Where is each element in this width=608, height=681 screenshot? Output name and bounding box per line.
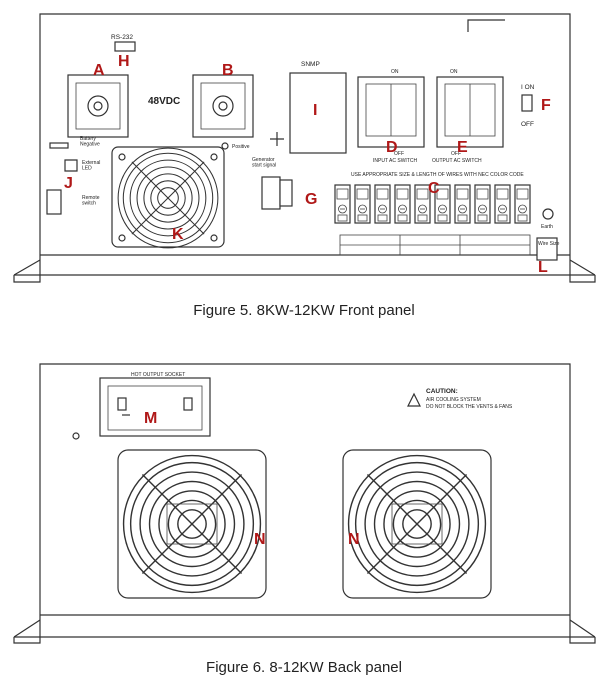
- label-i: I: [313, 102, 317, 119]
- battery-negative-terminal: [49, 142, 69, 149]
- back-fan-left: [117, 449, 267, 599]
- caution-line-1: AIR COOLING SYSTEM: [426, 397, 481, 403]
- on-switch-text: I ON: [521, 84, 535, 91]
- back-fan-right: [342, 449, 492, 599]
- label-c: C: [428, 180, 440, 197]
- label-b: B: [222, 62, 234, 79]
- snmp-text: SNMP: [301, 61, 320, 68]
- wire-size-text: Wire Size: [538, 241, 560, 247]
- label-h: H: [118, 53, 130, 70]
- front-fan: [111, 146, 225, 249]
- rs232-port: [114, 41, 136, 52]
- output-socket: [99, 377, 211, 437]
- front-panel-caption: Figure 5. 8KW-12KW Front panel: [193, 302, 414, 319]
- rs232-text: RS-232: [111, 34, 133, 41]
- ac-terminal-block: [334, 184, 531, 256]
- off-text-2: OFF: [451, 151, 461, 157]
- caution-line-2: DO NOT BLOCK THE VENTS & FANS: [426, 404, 513, 410]
- off-switch-text: OFF: [521, 121, 534, 128]
- caution-label: CAUTION: AIR COOLING SYSTEM DO NOT BLOCK…: [407, 388, 513, 410]
- back-panel-caption: Figure 6. 8-12KW Back panel: [206, 659, 402, 676]
- off-text-1: OFF: [394, 151, 404, 157]
- label-k: K: [172, 226, 184, 243]
- label-a: A: [93, 62, 105, 79]
- output-ac-switch: [436, 76, 504, 148]
- earth-terminal: [536, 237, 558, 261]
- positive-text: Positive: [232, 144, 250, 150]
- label-f: F: [541, 97, 551, 114]
- power-switch: [521, 94, 533, 112]
- label-j: J: [64, 175, 73, 192]
- battery-breaker-b: [192, 74, 254, 138]
- output-ac-text: OUTPUT AC SWITCH: [432, 158, 482, 164]
- label-n-right: N: [348, 531, 360, 548]
- vdc-text: 48VDC: [148, 96, 180, 107]
- label-g: G: [305, 191, 317, 208]
- generator-connector: [261, 176, 281, 210]
- label-l: L: [538, 259, 548, 276]
- earth-text: Earth: [541, 224, 553, 230]
- wire-note-text: USE APPROPRIATE SIZE & LENGTH OF WIRES W…: [351, 172, 524, 178]
- input-ac-text: INPUT AC SWITCH: [373, 158, 417, 164]
- socket-text: HOT OUTPUT SOCKET: [131, 372, 185, 378]
- caution-title: CAUTION:: [426, 388, 458, 395]
- snmp-slot: [289, 72, 347, 154]
- label-d: D: [386, 139, 398, 156]
- remote-switch-port: [46, 189, 62, 215]
- input-ac-switch: [357, 76, 425, 148]
- battery-breaker-a: [67, 74, 129, 138]
- positive-terminal: [221, 142, 229, 150]
- label-n-left: N: [254, 531, 266, 548]
- back-panel: HOT OUTPUT SOCKET CAUTION: AIR COOLING S…: [13, 363, 596, 644]
- on-text-2: ON: [450, 69, 458, 75]
- label-m: M: [144, 410, 157, 427]
- label-e: E: [457, 139, 468, 156]
- on-text-1: ON: [391, 69, 399, 75]
